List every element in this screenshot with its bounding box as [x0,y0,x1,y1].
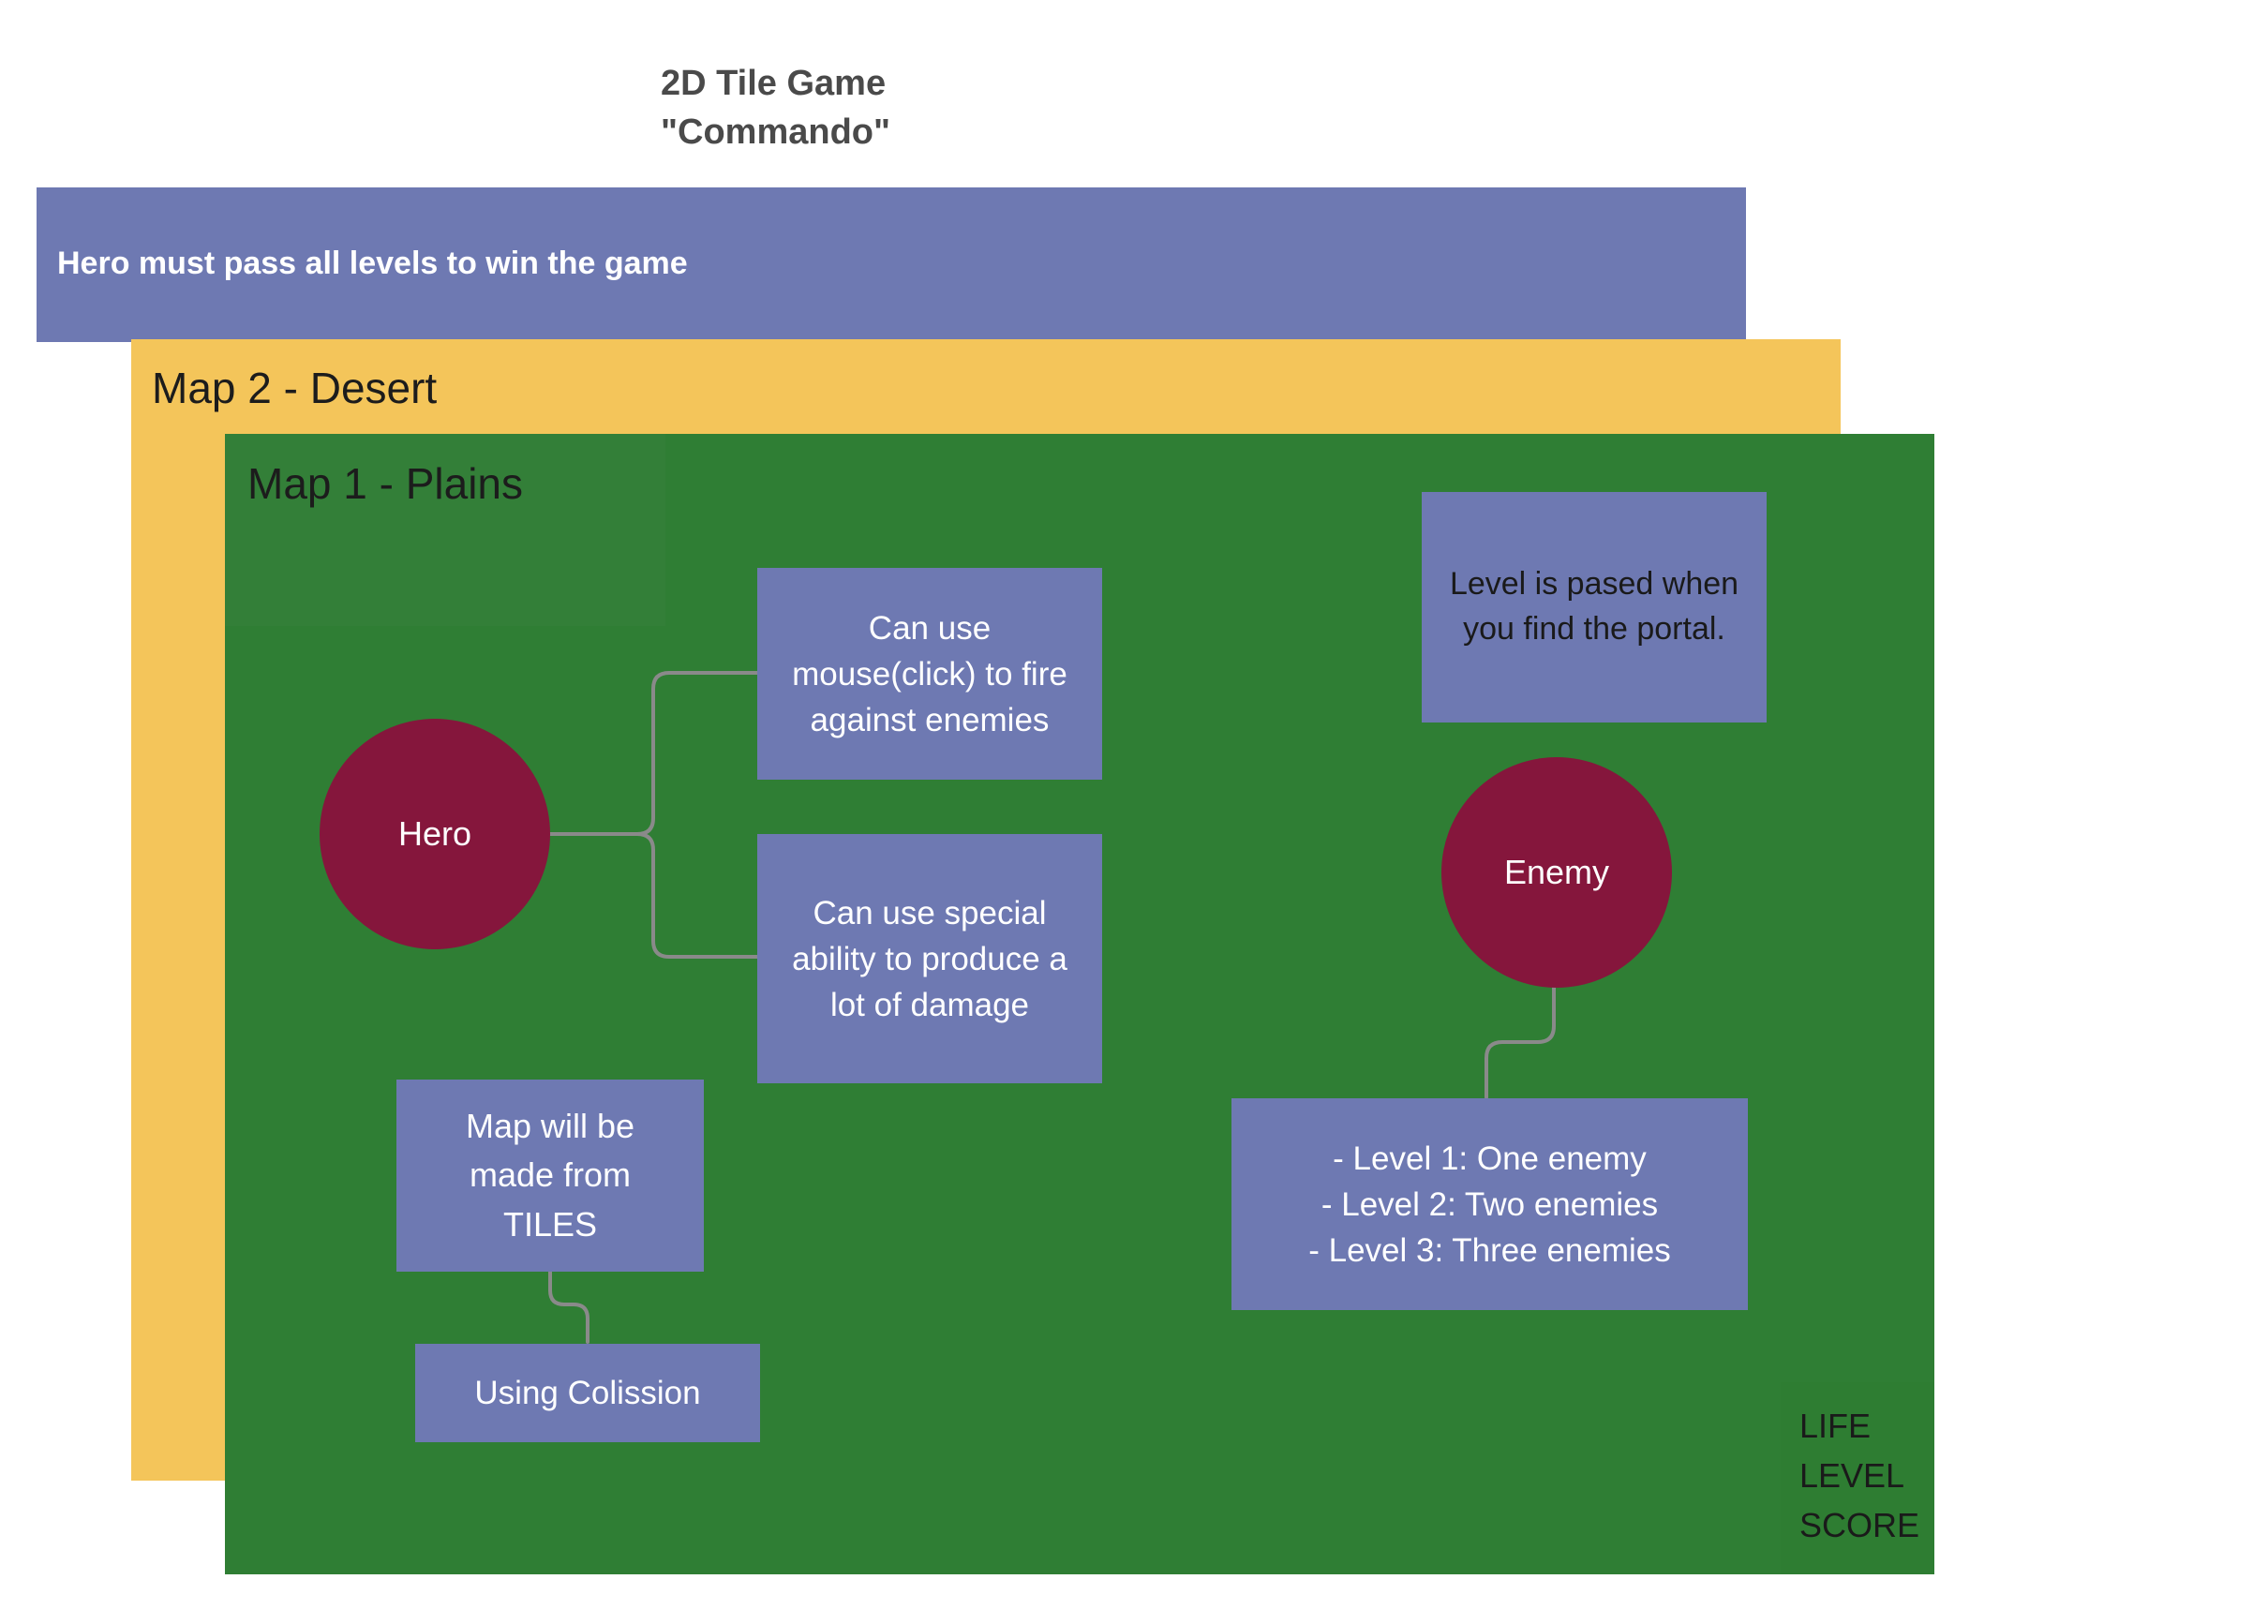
fire-ability-text: Can use mouse(click) to fire against ene… [792,609,1067,738]
tiles-text: Map will be made from TILES [465,1107,635,1244]
special-ability-text: Can use special ability to produce a lot… [792,894,1067,1023]
collision-card[interactable]: Using Colission [415,1344,760,1442]
hud-stats-box[interactable]: LIFE LEVEL SCORE [1781,1382,1934,1574]
tiles-card[interactable]: Map will be made from TILES [396,1080,704,1272]
collision-text: Using Colission [474,1375,701,1411]
enemy-levels-text: - Level 1: One enemy - Level 2: Two enem… [1308,1140,1671,1269]
portal-rule-text: Level is pased when you find the portal. [1449,566,1739,647]
enemy-label: Enemy [1503,853,1610,891]
hud-life: LIFE [1799,1407,1872,1445]
fire-ability-card[interactable]: Can use mouse(click) to fire against ene… [757,568,1102,780]
enemy-levels-card[interactable]: - Level 1: One enemy - Level 2: Two enem… [1231,1098,1748,1310]
hud-score: SCORE [1799,1506,1920,1544]
enemy-connector [1485,985,1556,1099]
special-ability-card[interactable]: Can use special ability to produce a lot… [757,834,1102,1083]
hud-level: LEVEL [1799,1456,1905,1495]
portal-rule-card[interactable]: Level is pased when you find the portal. [1422,492,1767,723]
enemy-node[interactable]: Enemy [1441,757,1672,988]
hero-connector-branch [635,832,759,959]
win-condition-banner[interactable]: Hero must pass all levels to win the gam… [37,187,1746,342]
map-1-title: Map 1 - Plains [247,459,524,508]
hero-node[interactable]: Hero [320,719,550,949]
diagram-title-line-1: 2D Tile Game [661,64,887,103]
map-2-title: Map 2 - Desert [152,364,438,412]
diagram-title-line-2: "Commando" [661,112,891,152]
win-condition-text: Hero must pass all levels to win the gam… [57,246,688,281]
map-1-title-area: Map 1 - Plains [225,434,665,626]
tiles-connector [548,1268,589,1344]
hero-connector-trunk [548,671,759,836]
hero-label: Hero [397,814,472,853]
